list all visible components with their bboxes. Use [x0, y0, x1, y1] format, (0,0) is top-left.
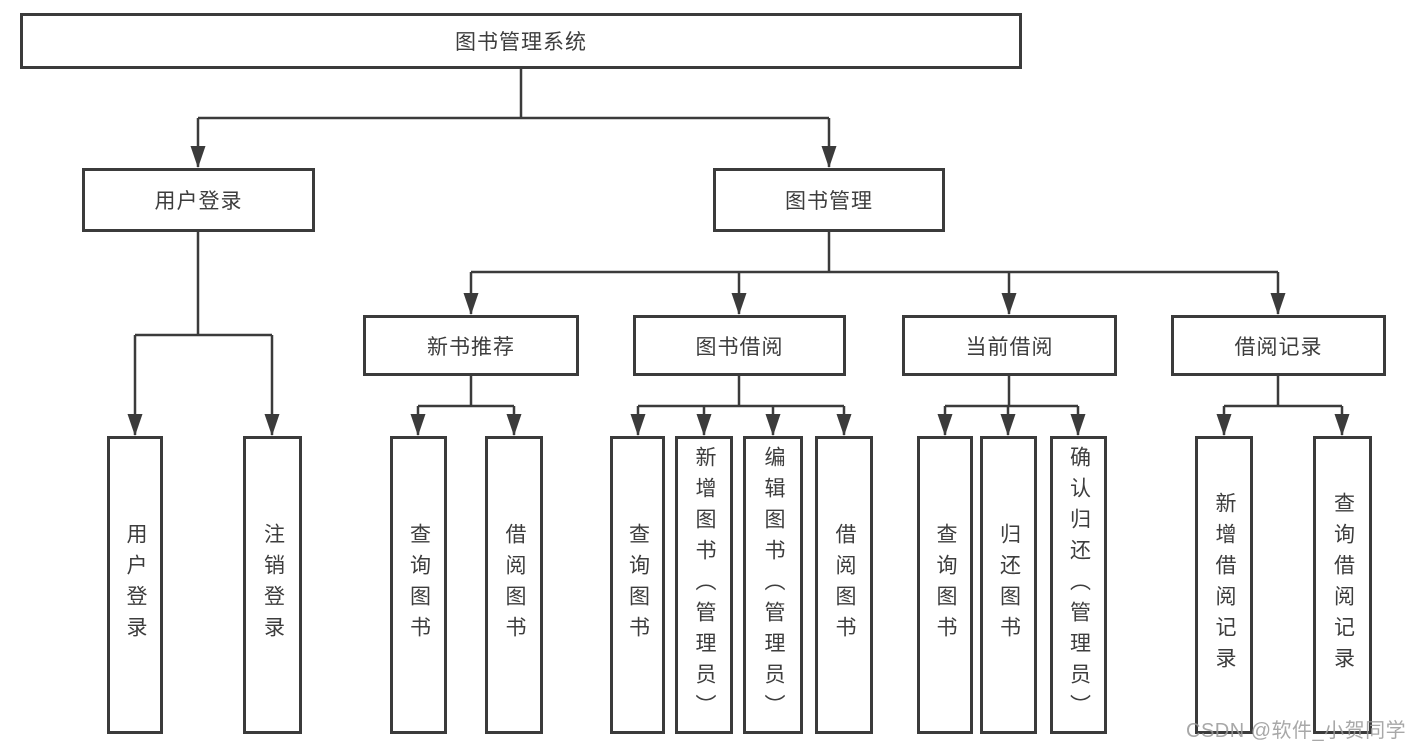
leaf-label: 确认归还（管理员） [1067, 445, 1091, 725]
leaf-confirm-return-admin: 确认归还（管理员） [1050, 436, 1107, 734]
leaf-label: 借阅图书 [503, 523, 526, 647]
leaf-label: 编辑图书（管理员） [762, 445, 785, 725]
node-label: 用户登录 [154, 190, 243, 213]
leaf-add-borrow-record: 新增借阅记录 [1195, 436, 1253, 734]
leaf-label: 新增图书（管理员） [693, 445, 716, 725]
node-label: 图书借阅 [695, 335, 784, 359]
leaf-borrow-books-recommend: 借阅图书 [485, 436, 543, 734]
node-label: 新书推荐 [427, 335, 515, 359]
node-label: 图书管理 [785, 190, 873, 213]
leaf-label: 查询图书 [626, 523, 650, 647]
node-new-book-recommendation: 新书推荐 [363, 315, 579, 376]
leaf-label: 借阅图书 [833, 523, 856, 647]
leaf-return-books: 归还图书 [980, 436, 1037, 734]
leaf-user-login: 用户登录 [107, 436, 163, 734]
node-label: 图书管理系统 [455, 31, 587, 54]
watermark: CSDN @软件_小贺同学 [1186, 720, 1405, 742]
node-current-borrowing: 当前借阅 [902, 315, 1117, 376]
node-label: 借阅记录 [1234, 335, 1323, 359]
node-root: 图书管理系统 [20, 13, 1022, 69]
node-borrowing-records: 借阅记录 [1171, 315, 1386, 376]
leaf-borrow-books: 借阅图书 [815, 436, 873, 734]
leaf-query-books-current: 查询图书 [917, 436, 973, 734]
node-user-login: 用户登录 [82, 168, 315, 232]
node-book-borrowing: 图书借阅 [633, 315, 846, 376]
leaf-label: 注销登录 [261, 523, 285, 647]
leaf-logout: 注销登录 [243, 436, 302, 734]
leaf-label: 归还图书 [997, 523, 1021, 647]
leaf-query-borrow-record: 查询借阅记录 [1313, 436, 1372, 734]
leaf-label: 查询图书 [407, 523, 431, 647]
leaf-edit-book-admin: 编辑图书（管理员） [743, 436, 803, 734]
leaf-label: 新增借阅记录 [1213, 492, 1236, 678]
leaf-label: 查询图书 [934, 523, 957, 647]
leaf-query-books-borrowing: 查询图书 [610, 436, 665, 734]
node-book-management: 图书管理 [713, 168, 945, 232]
node-label: 当前借阅 [965, 335, 1054, 359]
leaf-label: 用户登录 [124, 523, 147, 647]
leaf-label: 查询借阅记录 [1331, 492, 1355, 678]
leaf-query-books-recommend: 查询图书 [390, 436, 447, 734]
leaf-add-book-admin: 新增图书（管理员） [675, 436, 733, 734]
